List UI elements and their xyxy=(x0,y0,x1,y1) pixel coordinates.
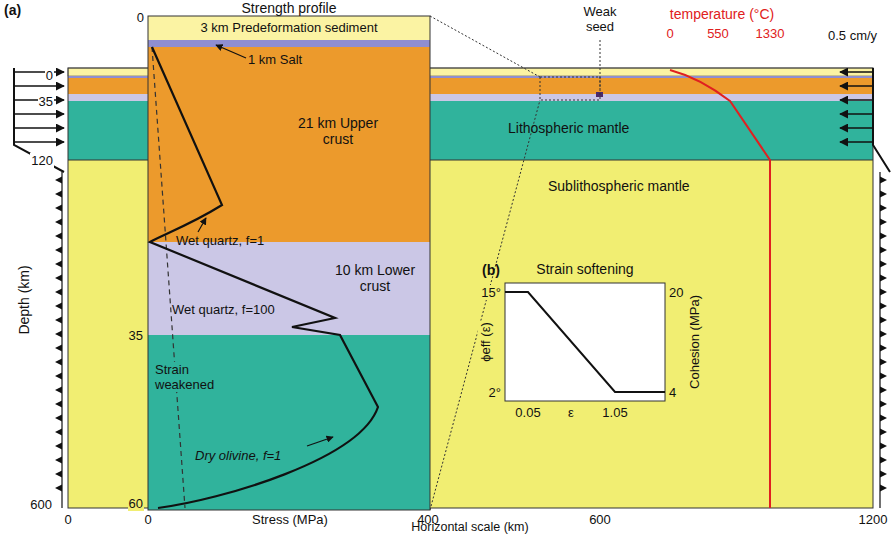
axis-tick: 1330 xyxy=(756,26,785,41)
axis-tick: 0.05 xyxy=(515,405,540,420)
axis-tick: 35 xyxy=(128,328,144,343)
axis-title: Stress (MPa) xyxy=(252,512,328,527)
layer-label: Sublithospheric mantle xyxy=(548,178,690,194)
curve-label: Strain weakened xyxy=(155,362,221,392)
axis-tick: 20 xyxy=(669,285,683,300)
velocity-label: 0.5 cm/y xyxy=(828,28,877,43)
layer-label: 10 km Lower crust xyxy=(333,262,417,294)
axis-title: ϕeff (ε) xyxy=(478,321,493,363)
axis-tick: 0 xyxy=(137,10,144,25)
axis-tick: 1.05 xyxy=(602,405,627,420)
axis-tick: 0 xyxy=(64,512,71,527)
layer-band: Lithospheric mantle xyxy=(68,101,873,160)
axis-tick: 4 xyxy=(669,385,676,400)
layer-band: 10 km Lower crust xyxy=(148,242,430,335)
axis-title: temperature (°C) xyxy=(670,6,774,22)
layer-label: 1 km Salt xyxy=(248,52,302,67)
layer-band: 1 km Salt xyxy=(148,40,430,47)
panel-letter: (b) xyxy=(482,262,500,278)
layer-band: 21 km Upper crust xyxy=(148,47,430,242)
layer-label: 3 km Predeformation sediment xyxy=(200,20,377,35)
curve-label: Wet quartz, f=1 xyxy=(176,233,264,248)
axis-tick: 600 xyxy=(30,497,52,512)
axis-title: Depth (km) xyxy=(16,265,32,334)
axis-tick: 0 xyxy=(666,26,673,41)
panel-letter: (a) xyxy=(4,2,21,18)
axis-tick: 0 xyxy=(45,68,54,83)
curve-label: Dry olivine, f=1 xyxy=(195,448,281,463)
inset-panel: Strain softening xyxy=(505,283,665,401)
axis-title: Cohesion (MPa) xyxy=(687,295,702,389)
layer-label: Lithospheric mantle xyxy=(508,120,629,136)
axis-tick: 400 xyxy=(417,512,439,527)
axis-tick: 600 xyxy=(589,512,611,527)
inset-panel: Strength profile3 km Predeformation sedi… xyxy=(148,16,430,510)
layer-label: 21 km Upper crust xyxy=(296,115,380,147)
layer-band: Sublithospheric mantle xyxy=(68,160,873,508)
axis-tick: 15° xyxy=(480,285,502,300)
axis-tick: ε xyxy=(568,405,574,420)
axis-tick: 2° xyxy=(488,385,502,400)
layer-band: 3 km Predeformation sediment xyxy=(148,16,430,40)
callout-label: Weak seed xyxy=(578,4,622,34)
axis-tick: 1200 xyxy=(859,512,888,527)
axis-tick: 60 xyxy=(128,496,144,511)
layer-label: Strain softening xyxy=(536,261,633,277)
axis-tick: 35 xyxy=(38,94,54,109)
axis-tick: 550 xyxy=(707,26,729,41)
axis-tick: 120 xyxy=(30,153,54,168)
curve-label: Wet quartz, f=100 xyxy=(172,302,275,317)
layer-label: Strength profile xyxy=(242,0,337,16)
axis-tick: 0 xyxy=(144,512,151,527)
